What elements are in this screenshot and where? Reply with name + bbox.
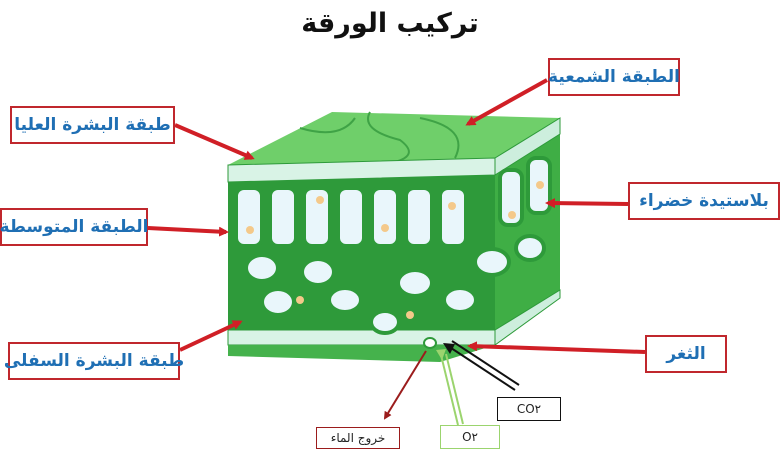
o2-arrow-line-2 [445,353,464,425]
palisade-cell [234,186,264,248]
chloroplasts [246,181,544,319]
palisade-cell [370,186,400,248]
gas-exchange-arrows [383,340,520,426]
diagram-title: تركيب الورقة [301,8,479,39]
palisade-cell [404,186,434,248]
label-mesophyll: الطبقة المتوسطة [0,208,148,246]
o2-arrow-head [436,349,446,360]
pointer-arrows [147,78,646,354]
label-stoma: الثغر [645,335,727,373]
arrow-chloroplast [545,198,629,209]
palisade-cell [302,186,332,248]
spongy-cell [442,286,478,314]
spongy-cell [260,287,296,317]
label-o2: O٢ [440,425,500,449]
water-exit-arrow [383,350,427,420]
spongy-cell [327,286,363,314]
spongy-cell [244,253,280,283]
label-upper-epidermis: طبقة البشرة العليا [10,106,175,144]
label-water-exit: خروج الماء [316,427,400,449]
palisade-cell [438,186,468,248]
arrow-cuticle [465,78,548,126]
arrow-stoma [467,341,646,354]
label-lower-epidermis: طبقة البشرة السفلى [4,342,184,380]
upper-epidermis-side [494,117,561,176]
leaf-bottom-plate [228,345,495,362]
co2-arrow-line-2 [451,340,520,386]
stoma-opening [423,337,437,349]
arrow-mesophyll [147,226,229,237]
spongy-cell [396,268,434,298]
palisade-cell [268,186,298,248]
lower-epidermis-side [494,289,561,346]
spongy-cell [473,247,511,277]
arrow-upper-epidermis [174,123,255,160]
co2-arrow-head [443,343,455,354]
cuticle-cell-lines [299,111,460,163]
label-chloroplast: بلاستيدة خضراء [628,182,780,220]
arrow-lower-epidermis [179,320,243,352]
palisade-cell [498,168,524,227]
label-co2: CO٢ [497,397,561,421]
spongy-cell [369,309,401,335]
label-cuticle: الطبقة الشمعية [548,58,680,96]
palisade-cells [234,156,552,248]
o2-arrow-line-1 [440,354,459,426]
spongy-cells [244,234,546,335]
spongy-cell [514,234,546,262]
palisade-cell [336,186,366,248]
co2-arrow-line-1 [447,345,516,391]
spongy-cell [300,257,336,287]
